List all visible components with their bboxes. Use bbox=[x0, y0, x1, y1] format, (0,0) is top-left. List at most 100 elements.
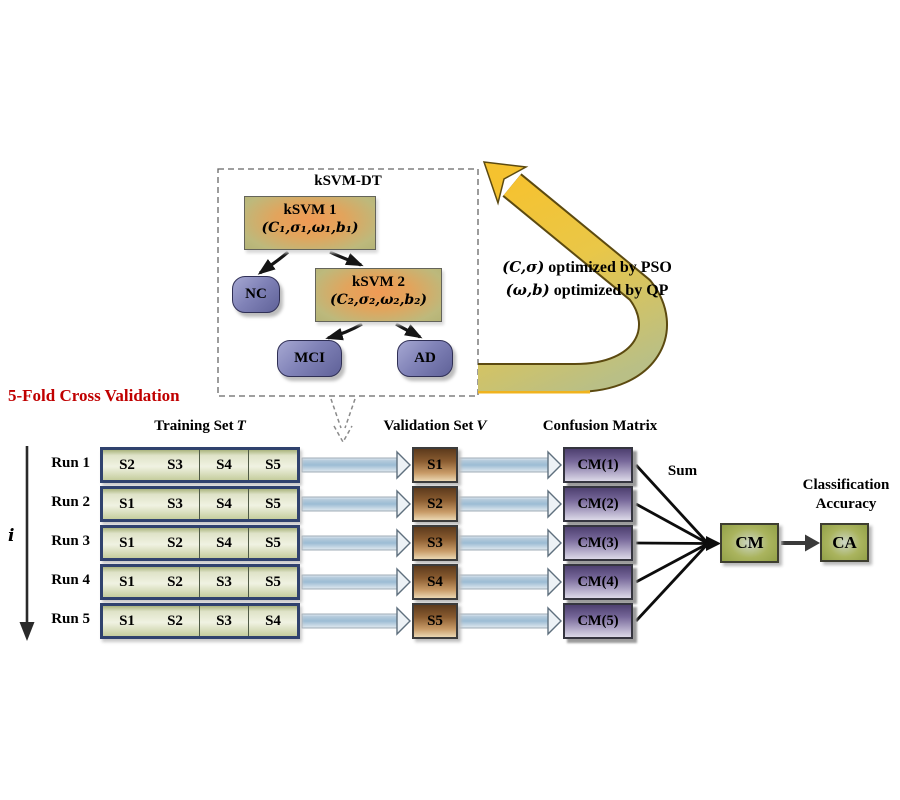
flow-arrow-head bbox=[396, 528, 411, 558]
ksvm-dt-dashed-box bbox=[217, 168, 479, 397]
sum-line bbox=[634, 542, 710, 622]
training-cell: S1 bbox=[119, 495, 135, 512]
run-axis-arrow bbox=[19, 446, 35, 641]
feedback-arrow bbox=[478, 161, 668, 394]
training-cell: S2 bbox=[119, 456, 135, 473]
sum-lines bbox=[634, 464, 710, 622]
validation-box: S3 bbox=[412, 525, 458, 561]
flow-arrow-body bbox=[301, 613, 398, 629]
training-cell: S1 bbox=[119, 534, 135, 551]
ksvm-dt-title: kSVM-DT bbox=[314, 173, 382, 189]
run-index-symbol: i bbox=[8, 526, 15, 546]
sum-line bbox=[635, 502, 709, 545]
training-cell: S5 bbox=[248, 567, 297, 597]
flow-arrow-head bbox=[547, 528, 562, 558]
validation-box: S1 bbox=[412, 447, 458, 483]
training-cell: S1 bbox=[119, 573, 135, 590]
training-cell: S2 bbox=[167, 573, 183, 590]
training-cell: S1 bbox=[119, 612, 135, 629]
flow-arrow-body bbox=[301, 574, 398, 590]
tree-arrows bbox=[257, 250, 423, 341]
flow-arrow-head bbox=[547, 489, 562, 519]
training-cell: S3 bbox=[199, 567, 248, 597]
down-arrow-dashed bbox=[330, 398, 356, 444]
cm-ca-arrow bbox=[781, 534, 820, 552]
sum-line bbox=[635, 542, 709, 584]
sum-arrowhead bbox=[706, 536, 721, 551]
ksvm1-params: (C₁,σ₁,ω₁,b₁) bbox=[261, 220, 359, 236]
flow-arrow-head bbox=[396, 489, 411, 519]
cm-box: CM(4) bbox=[563, 564, 633, 600]
training-cell: S3 bbox=[167, 456, 183, 473]
cm-box: CM(3) bbox=[563, 525, 633, 561]
training-cell: S4 bbox=[248, 606, 297, 636]
training-cell: S5 bbox=[248, 489, 297, 519]
training-cell: S4 bbox=[199, 528, 248, 558]
sum-line bbox=[635, 541, 709, 545]
classification-accuracy-label: Classification Accuracy bbox=[802, 477, 890, 512]
cm-result-box: CM bbox=[720, 523, 779, 563]
flow-arrow-body bbox=[301, 496, 398, 512]
training-cell: S2 bbox=[167, 534, 183, 551]
pso-text: optimized by PSO bbox=[544, 259, 672, 276]
cm-box: CM(1) bbox=[563, 447, 633, 483]
leaf-mci: MCI bbox=[277, 340, 342, 377]
flow-arrow-head bbox=[396, 567, 411, 597]
ksvm2-name: kSVM 2 bbox=[352, 274, 405, 290]
flow-arrow-body bbox=[458, 496, 549, 512]
flow-arrow-body bbox=[458, 457, 549, 473]
flow-arrow-head bbox=[547, 450, 562, 480]
validation-box: S5 bbox=[412, 603, 458, 639]
run-label: Run 1 bbox=[51, 455, 90, 471]
ksvm1-name: kSVM 1 bbox=[283, 202, 337, 218]
qp-text: optimized by QP bbox=[549, 282, 669, 299]
tree-arrow-ksvm1-nc bbox=[257, 250, 290, 275]
flow-arrow-body bbox=[458, 613, 549, 629]
leaf-ad: AD bbox=[397, 340, 453, 377]
training-cell: S3 bbox=[199, 606, 248, 636]
tree-arrow-ksvm2-mci bbox=[325, 322, 363, 341]
flow-arrow-head bbox=[547, 606, 562, 636]
flow-arrow-head bbox=[547, 567, 562, 597]
qp-symbols: (ω,b) bbox=[505, 281, 550, 299]
training-cell: S4 bbox=[199, 489, 248, 519]
flow-arrow-body bbox=[458, 535, 549, 551]
run-label: Run 2 bbox=[51, 494, 90, 510]
flow-arrows bbox=[301, 450, 562, 636]
training-cell: S3 bbox=[167, 495, 183, 512]
cm-box: CM(5) bbox=[563, 603, 633, 639]
flow-arrow-body bbox=[301, 535, 398, 551]
confusion-matrix-header: Confusion Matrix bbox=[542, 418, 658, 434]
tree-arrow-ksvm1-ksvm2 bbox=[329, 250, 364, 267]
flow-arrow-body bbox=[458, 574, 549, 590]
pso-qp-note: (C,σ) optimized by PSO (ω,b) optimized b… bbox=[472, 256, 702, 302]
sum-label: Sum bbox=[667, 463, 698, 479]
ksvm2-params: (C₂,σ₂,ω₂,b₂) bbox=[330, 292, 427, 308]
sum-line bbox=[634, 464, 710, 545]
cm-box: CM(2) bbox=[563, 486, 633, 522]
training-cell: S5 bbox=[248, 528, 297, 558]
run-label: Run 4 bbox=[51, 572, 90, 588]
pso-symbols: (C,σ) bbox=[502, 258, 545, 276]
tree-arrow-ksvm2-ad bbox=[395, 322, 423, 339]
run-label: Run 3 bbox=[51, 533, 90, 549]
training-cell: S2 bbox=[167, 612, 183, 629]
validation-box: S2 bbox=[412, 486, 458, 522]
flow-arrow-head bbox=[396, 606, 411, 636]
training-cell: S4 bbox=[199, 450, 248, 480]
leaf-nc: NC bbox=[232, 276, 280, 313]
ca-result-box: CA bbox=[820, 523, 869, 562]
flow-arrow-head bbox=[396, 450, 411, 480]
ksvm2-box: kSVM 2 (C₂,σ₂,ω₂,b₂) bbox=[315, 268, 442, 322]
run-label: Run 5 bbox=[51, 611, 90, 627]
cross-validation-title: 5-Fold Cross Validation bbox=[8, 386, 180, 405]
flow-arrow-body bbox=[301, 457, 398, 473]
